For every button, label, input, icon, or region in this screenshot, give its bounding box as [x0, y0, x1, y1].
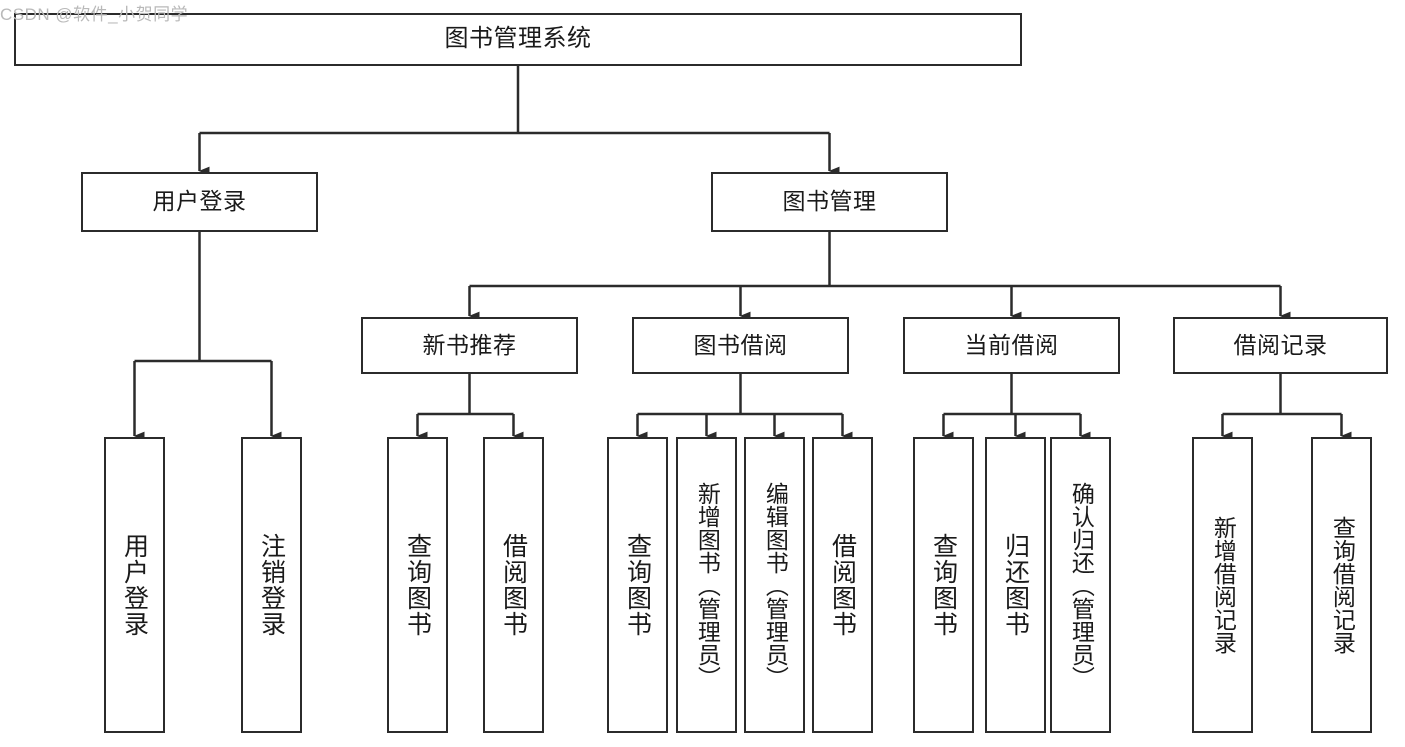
node-leaf-borrow-book-1[interactable]: 借阅图书: [483, 437, 544, 733]
node-borrow-record[interactable]: 借阅记录: [1173, 317, 1388, 374]
node-label: 当前借阅: [964, 331, 1059, 358]
node-book-manage[interactable]: 图书管理: [711, 172, 948, 232]
node-leaf-query-book-2[interactable]: 查询图书: [607, 437, 668, 733]
node-label: 确认归还（管理员）: [1068, 481, 1095, 689]
node-leaf-borrow-book-2[interactable]: 借阅图书: [812, 437, 873, 733]
node-label: 图书管理: [782, 188, 877, 215]
node-leaf-query-book-3[interactable]: 查询图书: [913, 437, 974, 733]
node-label: 图书管理系统: [444, 25, 592, 53]
node-root[interactable]: 图书管理系统: [14, 13, 1022, 66]
node-leaf-query-book-1[interactable]: 查询图书: [387, 437, 448, 733]
node-label: 查询图书: [929, 533, 958, 637]
csdn-watermark: CSDN @软件_小贺同学: [0, 5, 189, 24]
node-user-login[interactable]: 用户登录: [81, 172, 318, 232]
node-label: 新增图书（管理员）: [694, 481, 721, 689]
node-leaf-add-borrow-record[interactable]: 新增借阅记录: [1192, 437, 1253, 733]
node-leaf-confirm-return-admin[interactable]: 确认归还（管理员）: [1050, 437, 1111, 733]
node-label: 查询图书: [403, 533, 432, 637]
node-leaf-add-book-admin[interactable]: 新增图书（管理员）: [676, 437, 737, 733]
node-new-book-recommend[interactable]: 新书推荐: [361, 317, 578, 374]
node-label: 编辑图书（管理员）: [762, 481, 789, 689]
node-label: 用户登录: [152, 188, 247, 215]
node-label: 归还图书: [1001, 533, 1030, 637]
node-label: 查询借阅记录: [1329, 516, 1356, 654]
node-label: 借阅图书: [828, 533, 857, 637]
node-label: 新书推荐: [422, 331, 517, 358]
node-label: 注销登录: [257, 533, 286, 637]
node-leaf-user-logout[interactable]: 注销登录: [241, 437, 302, 733]
node-leaf-query-borrow-record[interactable]: 查询借阅记录: [1311, 437, 1372, 733]
node-label: 用户登录: [120, 533, 149, 637]
node-label: 查询图书: [623, 533, 652, 637]
node-leaf-edit-book-admin[interactable]: 编辑图书（管理员）: [744, 437, 805, 733]
node-label: 图书借阅: [693, 331, 788, 358]
node-label: 新增借阅记录: [1210, 516, 1237, 654]
node-book-borrow[interactable]: 图书借阅: [632, 317, 849, 374]
connector-group: [133, 66, 1352, 441]
node-label: 借阅记录: [1233, 331, 1328, 358]
node-leaf-user-login[interactable]: 用户登录: [104, 437, 165, 733]
node-current-borrow[interactable]: 当前借阅: [903, 317, 1120, 374]
node-label: 借阅图书: [499, 533, 528, 637]
node-leaf-return-book[interactable]: 归还图书: [985, 437, 1046, 733]
